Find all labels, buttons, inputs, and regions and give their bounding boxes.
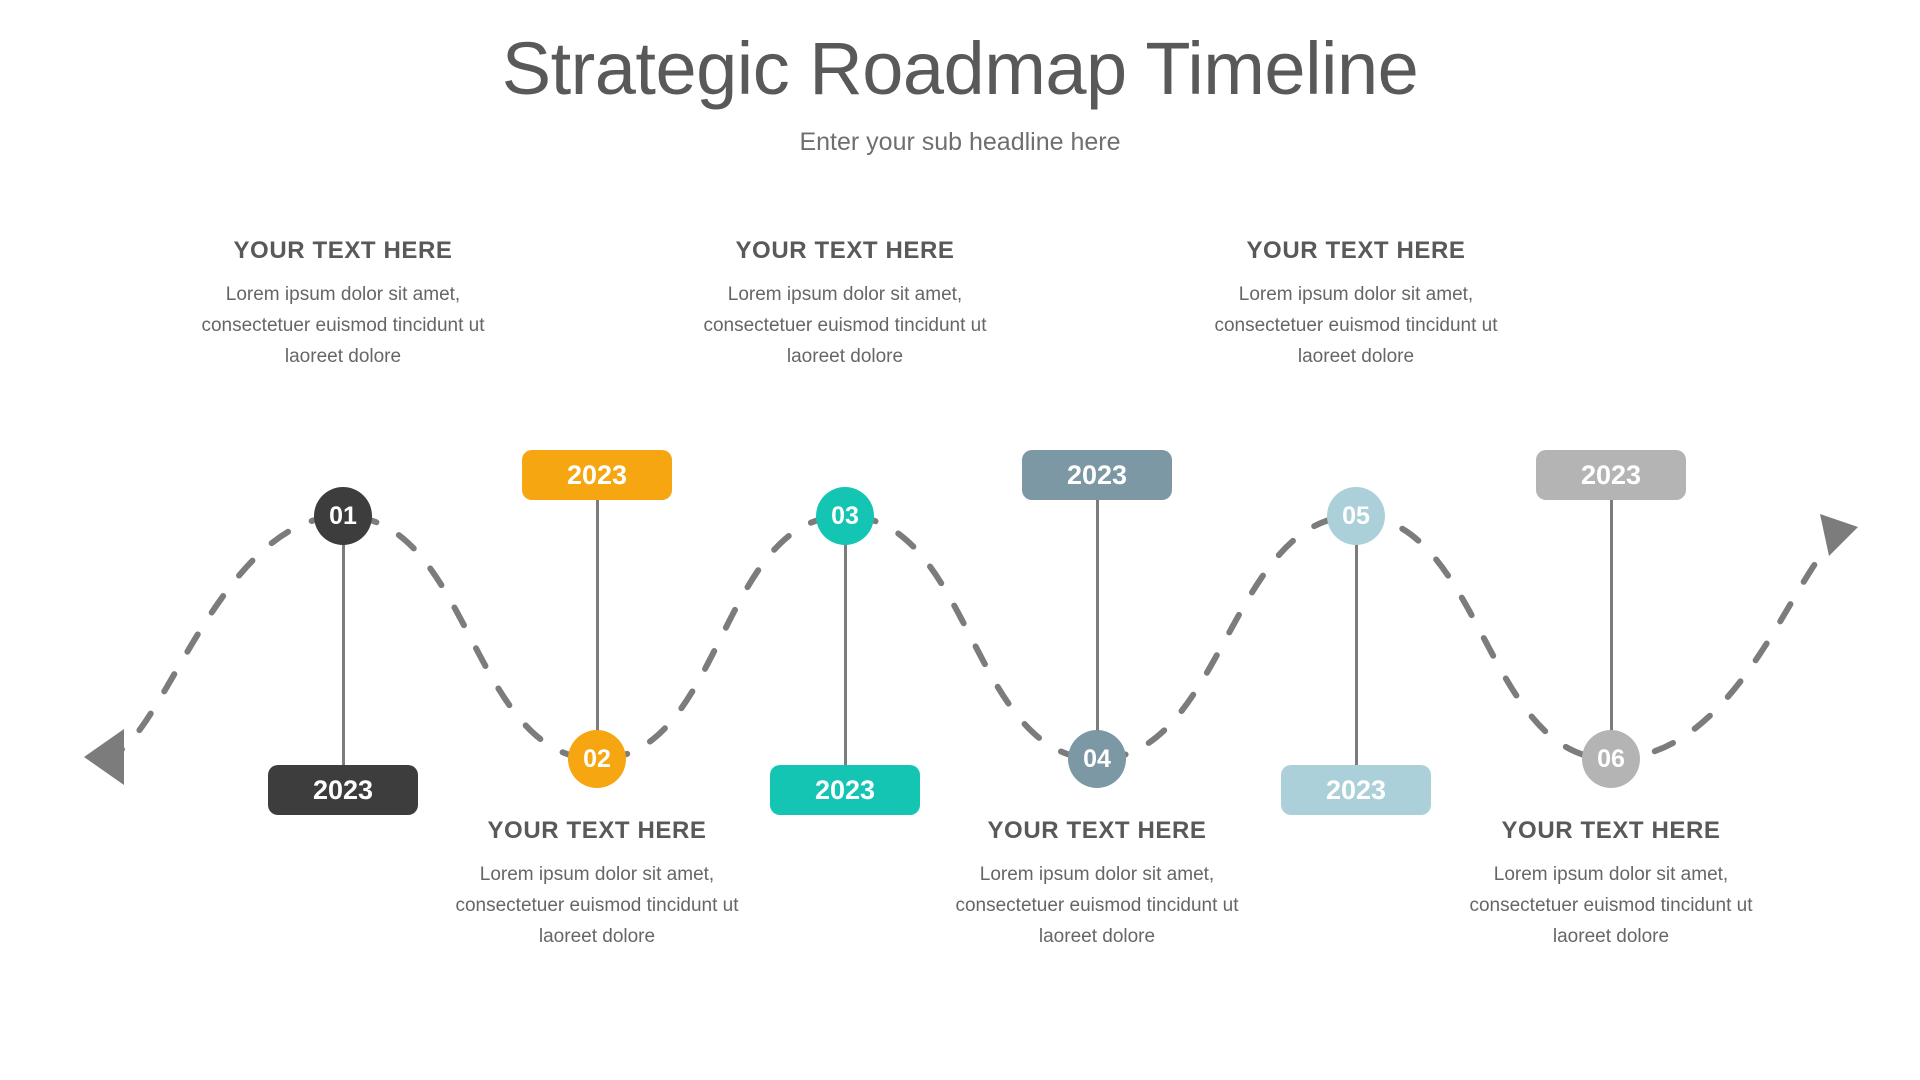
milestone-05-number: 05 bbox=[1342, 501, 1370, 530]
milestone-06-body: Lorem ipsum dolor sit amet, consectetuer… bbox=[1469, 864, 1753, 948]
milestone-05-year: 2023 bbox=[1325, 774, 1387, 805]
milestone-04-text: YOUR TEXT HERE Lorem ipsum dolor sit ame… bbox=[947, 817, 1247, 953]
milestone-05-year-badge[interactable]: 2023 bbox=[1281, 765, 1431, 815]
milestone-03-stem bbox=[843, 540, 847, 770]
milestone-01[interactable]: YOUR TEXT HERE Lorem ipsum dolor sit ame… bbox=[193, 0, 493, 1080]
milestone-02-body: Lorem ipsum dolor sit amet, consectetuer… bbox=[455, 864, 739, 948]
milestone-06-node[interactable]: 06 bbox=[1582, 730, 1640, 788]
milestone-04-body: Lorem ipsum dolor sit amet, consectetuer… bbox=[955, 864, 1239, 948]
milestone-02-node[interactable]: 02 bbox=[568, 730, 626, 788]
milestone-06-heading: YOUR TEXT HERE bbox=[1501, 817, 1721, 844]
header: Strategic Roadmap Timeline Enter your su… bbox=[0, 27, 1920, 157]
milestone-05-text: YOUR TEXT HERE Lorem ipsum dolor sit ame… bbox=[1206, 237, 1506, 373]
milestone-02-number: 02 bbox=[583, 744, 611, 773]
milestone-03-node[interactable]: 03 bbox=[816, 487, 874, 545]
milestone-01-stem bbox=[341, 540, 345, 770]
milestone-02-stem bbox=[595, 498, 599, 748]
milestone-05-stem bbox=[1354, 540, 1358, 770]
milestone-02-year: 2023 bbox=[566, 459, 628, 490]
milestone-04-number: 04 bbox=[1083, 744, 1111, 773]
page-subtitle: Enter your sub headline here bbox=[799, 127, 1121, 156]
milestone-03-body: Lorem ipsum dolor sit amet, consectetuer… bbox=[703, 284, 987, 368]
milestone-05-heading: YOUR TEXT HERE bbox=[1246, 237, 1466, 264]
milestone-03[interactable]: YOUR TEXT HERE Lorem ipsum dolor sit ame… bbox=[695, 0, 995, 1080]
milestone-06-year: 2023 bbox=[1580, 459, 1642, 490]
milestone-02[interactable]: 2023 02 YOUR TEXT HERE Lorem ipsum dolor… bbox=[447, 0, 747, 1080]
milestone-02-year-badge[interactable]: 2023 bbox=[522, 450, 672, 500]
milestone-06-stem bbox=[1609, 498, 1613, 748]
milestone-02-text: YOUR TEXT HERE Lorem ipsum dolor sit ame… bbox=[447, 817, 747, 953]
milestone-06[interactable]: 2023 06 YOUR TEXT HERE Lorem ipsum dolor… bbox=[1461, 0, 1761, 1080]
milestone-04-heading: YOUR TEXT HERE bbox=[987, 817, 1207, 844]
milestone-03-number: 03 bbox=[831, 501, 859, 530]
milestone-01-heading: YOUR TEXT HERE bbox=[233, 237, 453, 264]
milestone-04-stem bbox=[1095, 498, 1099, 748]
milestone-06-number: 06 bbox=[1597, 744, 1625, 773]
page-title: Strategic Roadmap Timeline bbox=[501, 27, 1419, 110]
milestone-06-text: YOUR TEXT HERE Lorem ipsum dolor sit ame… bbox=[1461, 817, 1761, 953]
milestone-03-year-badge[interactable]: 2023 bbox=[770, 765, 920, 815]
right-arrow-icon bbox=[1820, 514, 1858, 556]
milestone-01-body: Lorem ipsum dolor sit amet, consectetuer… bbox=[201, 284, 485, 368]
milestone-01-number: 01 bbox=[329, 501, 357, 530]
milestone-05-body: Lorem ipsum dolor sit amet, consectetuer… bbox=[1214, 284, 1498, 368]
milestone-04[interactable]: 2023 04 YOUR TEXT HERE Lorem ipsum dolor… bbox=[947, 0, 1247, 1080]
milestone-01-text: YOUR TEXT HERE Lorem ipsum dolor sit ame… bbox=[193, 237, 493, 373]
milestone-04-year-badge[interactable]: 2023 bbox=[1022, 450, 1172, 500]
milestone-05-node[interactable]: 05 bbox=[1327, 487, 1385, 545]
milestone-04-node[interactable]: 04 bbox=[1068, 730, 1126, 788]
milestone-04-year: 2023 bbox=[1066, 459, 1128, 490]
milestone-03-heading: YOUR TEXT HERE bbox=[735, 237, 955, 264]
left-arrow-icon bbox=[84, 729, 124, 785]
milestone-01-year: 2023 bbox=[312, 774, 374, 805]
milestone-01-year-badge[interactable]: 2023 bbox=[268, 765, 418, 815]
milestone-03-year: 2023 bbox=[814, 774, 876, 805]
milestone-02-heading: YOUR TEXT HERE bbox=[487, 817, 707, 844]
milestone-03-text: YOUR TEXT HERE Lorem ipsum dolor sit ame… bbox=[695, 237, 995, 373]
milestone-06-year-badge[interactable]: 2023 bbox=[1536, 450, 1686, 500]
milestone-05[interactable]: YOUR TEXT HERE Lorem ipsum dolor sit ame… bbox=[1206, 0, 1506, 1080]
milestone-01-node[interactable]: 01 bbox=[314, 487, 372, 545]
